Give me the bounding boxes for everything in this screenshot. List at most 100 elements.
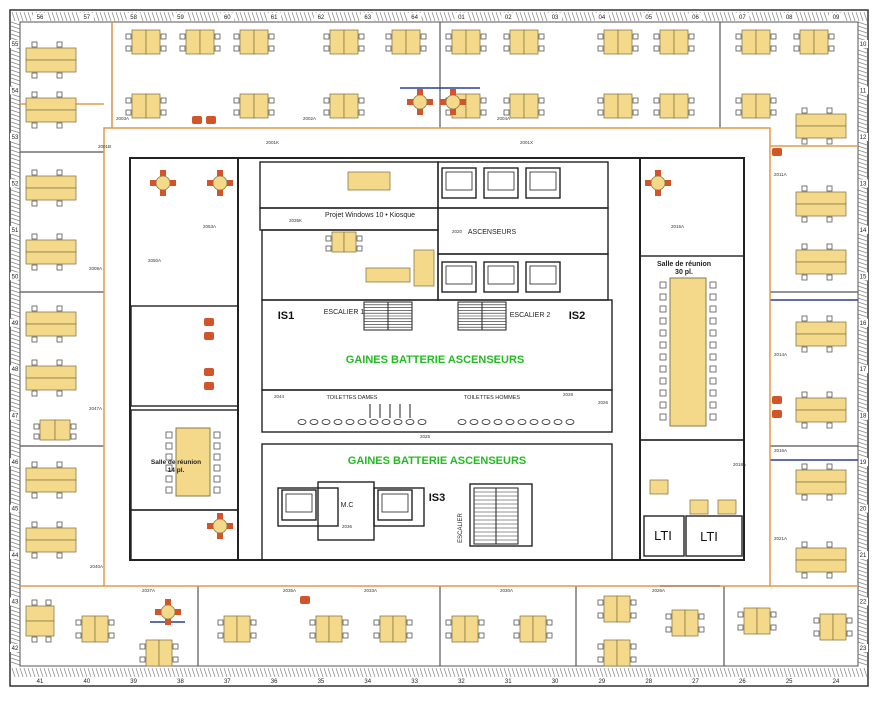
border-tick: [243, 11, 248, 22]
border-tick: [857, 61, 868, 66]
border-tick: [175, 667, 180, 678]
border-tick: [10, 93, 21, 98]
grid-ticks-left: [10, 21, 21, 666]
toilet: [381, 419, 391, 425]
core-rooms: [130, 161, 745, 561]
label-projet: Projet Windows 10 • Kiosque: [325, 212, 415, 219]
border-tick: [439, 667, 444, 678]
border-tick: [83, 667, 88, 678]
chair: [597, 109, 604, 116]
desk-cluster: [793, 29, 835, 55]
grid-label: 10: [860, 42, 867, 48]
desk-cluster: [25, 233, 77, 271]
border-tick: [659, 11, 664, 22]
desk: [239, 93, 255, 119]
desk: [795, 191, 847, 205]
border-tick: [10, 197, 21, 202]
chair: [478, 619, 485, 626]
border-tick: [10, 437, 21, 442]
border-tick: [857, 377, 868, 382]
border-tick: [10, 153, 21, 158]
chair: [165, 453, 173, 461]
border-tick: [95, 11, 100, 22]
border-tick: [10, 193, 21, 198]
border-tick: [857, 117, 868, 122]
border-tick: [857, 221, 868, 226]
grid-label-bg: [10, 40, 20, 48]
elevator-car: [441, 261, 477, 293]
desk-cluster: [125, 93, 167, 119]
border-tick: [843, 11, 848, 22]
border-tick: [857, 121, 868, 126]
chair: [56, 72, 63, 79]
border-tick: [627, 11, 632, 22]
desk-cluster: [233, 29, 275, 55]
grid-label-bg: [594, 677, 609, 685]
chair: [503, 97, 510, 104]
chair: [460, 99, 466, 105]
toilet: [333, 419, 343, 425]
border-tick: [857, 657, 868, 662]
border-tick: [857, 613, 868, 618]
chair: [33, 433, 40, 440]
border-tick: [379, 11, 384, 22]
border-tick: [703, 667, 708, 678]
border-tick: [10, 501, 21, 506]
border-tick: [211, 11, 216, 22]
chair: [653, 45, 660, 52]
border-tick: [811, 11, 816, 22]
room-code: 2053A: [203, 224, 216, 229]
border-tick: [295, 11, 300, 22]
border-tick: [857, 605, 868, 610]
border-tick: [857, 281, 868, 286]
border-tick: [857, 77, 868, 82]
border-tick: [10, 25, 21, 30]
chair: [165, 442, 173, 450]
label-ascenseurs: ASCENSEURS: [468, 229, 517, 236]
grid-label-bg: [858, 318, 868, 327]
border-tick: [591, 11, 596, 22]
border-tick: [487, 667, 492, 678]
border-tick: [857, 165, 868, 170]
chair: [770, 97, 777, 104]
grid-label-bg: [858, 40, 868, 48]
border-tick: [857, 593, 868, 598]
border-tick: [699, 667, 704, 678]
chair: [165, 599, 171, 605]
border-tick: [255, 667, 260, 678]
desk: [25, 365, 77, 379]
border-tick: [351, 11, 356, 22]
border-tick: [857, 237, 868, 242]
chair: [801, 243, 808, 250]
grid-label: 37: [224, 679, 231, 685]
room-code: 2001X: [520, 140, 533, 145]
border-tick: [857, 637, 868, 642]
border-tick: [10, 377, 21, 382]
border-tick: [857, 541, 868, 546]
border-tick: [10, 361, 21, 366]
desk: [509, 29, 525, 55]
border-tick: [499, 667, 504, 678]
chair: [407, 99, 413, 105]
border-tick: [155, 667, 160, 678]
chair: [480, 33, 487, 40]
round-table: [207, 170, 233, 196]
border-tick: [10, 473, 21, 478]
desk-cluster: [503, 29, 545, 55]
grid-label: 22: [860, 600, 867, 606]
desk: [464, 615, 479, 643]
border-tick: [857, 189, 868, 194]
chair: [665, 613, 672, 620]
border-tick: [10, 621, 21, 626]
border-tick: [839, 667, 844, 678]
border-tick: [10, 333, 21, 338]
border-tick: [857, 397, 868, 402]
grid-label-bg: [858, 644, 868, 652]
border-tick: [335, 667, 340, 678]
desk: [603, 93, 619, 119]
border-tick: [403, 11, 408, 22]
grid-label-bg: [858, 597, 868, 606]
desk: [25, 605, 55, 622]
border-tick: [10, 257, 21, 262]
elevator-shaft: [483, 167, 519, 199]
